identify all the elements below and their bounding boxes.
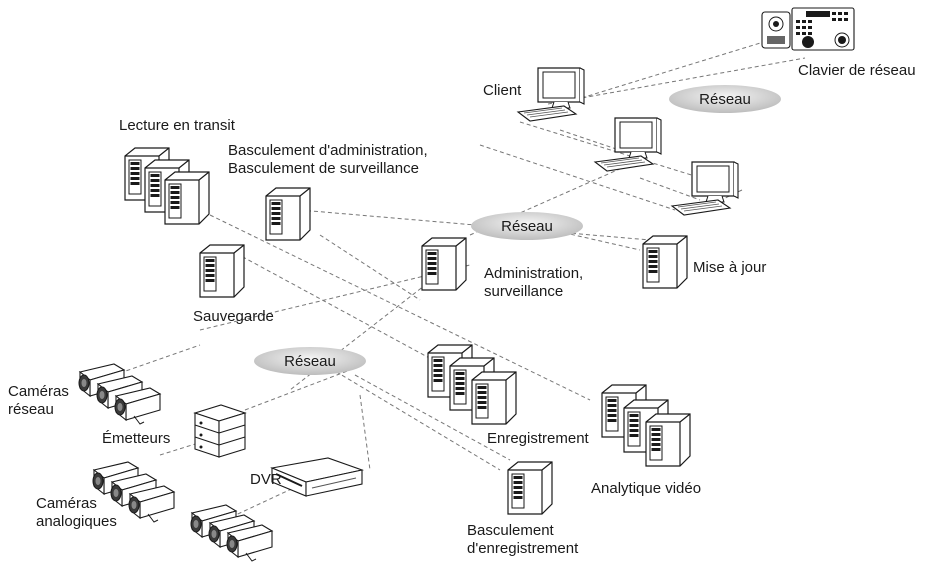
client-label: Client bbox=[483, 82, 522, 99]
streaming-servers bbox=[124, 147, 210, 225]
encoders-label: Émetteurs bbox=[102, 430, 171, 447]
admin-label: Administration, surveillance bbox=[484, 265, 583, 301]
analytics-servers bbox=[601, 384, 691, 467]
ip-cameras-line-2: réseau bbox=[8, 401, 54, 418]
dvr-cameras bbox=[190, 504, 273, 562]
failover-admin-line-2: Basculement de surveillance bbox=[228, 160, 419, 177]
admin-line-2: surveillance bbox=[484, 283, 564, 300]
server-icon bbox=[642, 235, 688, 289]
failover-admin-line-1: Basculement d'administration, bbox=[228, 142, 428, 159]
network-cloud-bottom: Réseau bbox=[254, 347, 366, 375]
ip-cameras-label: Caméras réseau bbox=[8, 383, 69, 419]
failover-recording-line-1: Basculement bbox=[467, 522, 554, 539]
failover-admin-label: Basculement d'administration, Basculemen… bbox=[228, 142, 428, 178]
svg-text:Réseau: Réseau bbox=[284, 353, 336, 370]
network-cloud-middle: Réseau bbox=[471, 212, 583, 240]
keyboard-label: Clavier de réseau bbox=[798, 62, 916, 79]
encoder-icon bbox=[193, 404, 247, 458]
svg-text:Réseau: Réseau bbox=[699, 91, 751, 108]
workstation-icon bbox=[517, 67, 585, 122]
update-label: Mise à jour bbox=[693, 259, 767, 276]
server-icon bbox=[265, 187, 311, 241]
server-icon bbox=[164, 171, 210, 225]
streaming-label: Lecture en transit bbox=[119, 117, 235, 134]
recording-servers bbox=[427, 344, 517, 425]
server-icon bbox=[421, 237, 467, 291]
svg-text:Réseau: Réseau bbox=[501, 218, 553, 235]
server-icon bbox=[199, 244, 245, 298]
dvr-label: DVR bbox=[250, 471, 282, 488]
ip-cameras bbox=[78, 363, 161, 425]
workstation-icon bbox=[594, 117, 662, 172]
analog-cameras-label: Caméras analogiques bbox=[36, 495, 117, 531]
server-icon bbox=[471, 371, 517, 425]
analog-cameras-line-2: analogiques bbox=[36, 513, 117, 530]
analytics-label: Analytique vidéo bbox=[591, 480, 702, 497]
analog-cameras-line-1: Caméras bbox=[36, 495, 97, 512]
dvr-icon bbox=[270, 457, 365, 497]
failover-recording-label: Basculement d'enregistrement bbox=[467, 522, 578, 558]
network-cloud-top: Réseau bbox=[669, 85, 781, 113]
workstation-icon bbox=[671, 161, 739, 216]
recording-label: Enregistrement bbox=[487, 430, 589, 447]
server-icon bbox=[645, 413, 691, 467]
backup-label: Sauvegarde bbox=[193, 308, 274, 325]
admin-line-1: Administration, bbox=[484, 265, 584, 282]
ip-cameras-line-1: Caméras bbox=[8, 383, 69, 400]
server-icon bbox=[507, 461, 553, 515]
failover-recording-line-2: d'enregistrement bbox=[467, 540, 579, 557]
network-keyboard-icon bbox=[761, 7, 855, 51]
